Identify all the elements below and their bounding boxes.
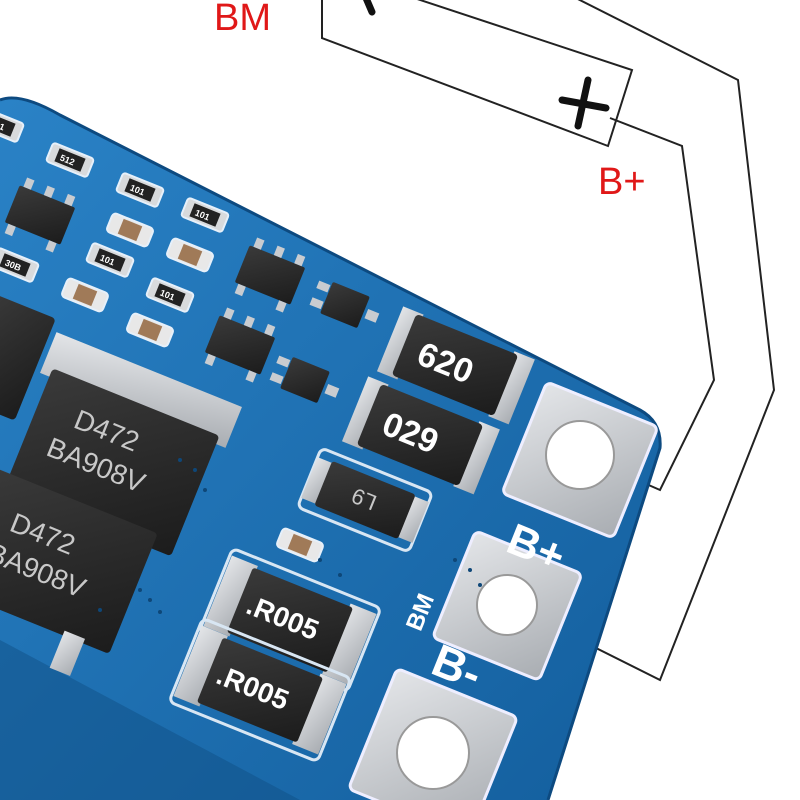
- ic-5-pin: [324, 383, 340, 398]
- plus-sign-v: [574, 76, 592, 130]
- ic-1-pin: [45, 240, 57, 253]
- pad-bminus-group: [348, 668, 518, 800]
- capacitor: [126, 312, 174, 348]
- smd-101-e-label: 101: [0, 118, 6, 133]
- shunt-2-pad-left: [173, 625, 228, 707]
- ic-1-pin: [23, 177, 35, 190]
- label-bm-top: BM: [214, 0, 271, 39]
- mosfet-2: D472 BA908V: [0, 467, 157, 676]
- pad-bminus-hole: [396, 716, 470, 790]
- diode-pad-left: [301, 457, 335, 505]
- ic-2-pin: [294, 253, 306, 267]
- smd-101-e-top: [0, 113, 16, 137]
- pcb-edge: [0, 96, 662, 800]
- ic-4-pin: [316, 280, 331, 293]
- ic-4-body: [320, 282, 370, 328]
- smd-101-c-top: [94, 248, 126, 272]
- ic-2: [234, 237, 306, 313]
- board-shadow: [0, 640, 300, 800]
- battery-terminal-signs: [363, 0, 610, 130]
- battery-outline: [321, 0, 634, 148]
- smd-101-b-top: [189, 203, 221, 227]
- ic-1: [4, 177, 76, 253]
- ic-1-pin: [43, 185, 55, 198]
- shunt-2-body: [197, 638, 323, 742]
- ic-3-pin: [204, 353, 216, 367]
- smd-101-c: 101: [85, 242, 135, 278]
- resistor-620-pad-left: [376, 306, 424, 380]
- shunt-1-pad-left: [203, 555, 258, 637]
- diode-pad-right: [395, 495, 429, 543]
- capacitor: [61, 277, 109, 313]
- ic-5: [269, 355, 340, 403]
- resistor-620-body: [392, 315, 518, 415]
- shunt-1-pad-right: [322, 603, 377, 685]
- shunt-1-body: [227, 568, 353, 672]
- ic-3: [204, 307, 276, 383]
- ic-2-pin: [273, 245, 285, 258]
- mosfet-1-tab: [40, 332, 242, 448]
- resistor-029-pad-right: [453, 421, 500, 495]
- ic-2-pin: [253, 237, 265, 250]
- smd-30b: 30B: [0, 247, 40, 283]
- ic-5-pin: [269, 372, 284, 385]
- diode: L9: [297, 448, 433, 552]
- ic-2-pin: [234, 283, 246, 297]
- capacitors: [61, 212, 324, 563]
- ic-4: [309, 280, 380, 328]
- capacitor: [166, 237, 214, 273]
- smd-101-d: 101: [145, 277, 195, 313]
- smd-101-e: 101: [0, 107, 25, 143]
- resistor-029-pad-left: [341, 376, 389, 450]
- smd-101-a: 101: [115, 172, 165, 208]
- via-holes: [98, 458, 482, 614]
- pad-bm-hole: [476, 574, 538, 636]
- resistor-029: 029: [341, 376, 500, 495]
- ic-3-pin: [243, 315, 255, 328]
- ic-4-pin: [364, 308, 380, 323]
- ic-3-pin: [223, 307, 235, 320]
- capacitor: [106, 212, 154, 248]
- diode-body: [315, 461, 415, 539]
- shunt-resistor-1: .R005: [199, 548, 381, 692]
- pad-bplus-hole: [545, 420, 615, 490]
- mosfet-2-body: [0, 467, 157, 653]
- smd-101-d-top: [154, 283, 186, 307]
- minus-sign: [363, 0, 376, 16]
- ic-3-pin: [245, 370, 257, 383]
- smd-512: 512: [45, 142, 95, 178]
- label-bplus-top: B+: [598, 161, 646, 203]
- smd-101-a-top: [124, 178, 156, 202]
- capacitor: [276, 527, 324, 563]
- ic-3-pin: [264, 323, 276, 337]
- ic-4-pin: [309, 297, 324, 310]
- shunt-2-pad-right: [292, 673, 347, 755]
- ic-1-pin: [4, 223, 16, 237]
- mosfet-0-partial: [0, 293, 55, 420]
- smd-30b-top: [0, 253, 31, 277]
- pad-bplus-group: [502, 382, 658, 538]
- wire-bm: [509, 0, 776, 682]
- ic-5-body: [280, 357, 330, 403]
- resistor-620-pad-right: [488, 351, 535, 425]
- shunt-resistor-2: .R005: [169, 618, 351, 762]
- ic-2-body: [235, 245, 305, 305]
- ic-3-body: [205, 315, 275, 375]
- resistor-029-body: [357, 385, 483, 485]
- shunt-2-frame: [169, 618, 351, 762]
- ic-2-pin: [275, 300, 287, 313]
- ic-5-pin: [276, 355, 291, 368]
- smd-101-b: 101: [180, 197, 230, 233]
- smd-512-top: [54, 148, 86, 172]
- resistor-620: 620: [376, 306, 535, 425]
- ic-1-pin: [64, 193, 76, 207]
- mosfet-2-lead-1: [49, 630, 86, 676]
- ic-1-body: [5, 185, 75, 245]
